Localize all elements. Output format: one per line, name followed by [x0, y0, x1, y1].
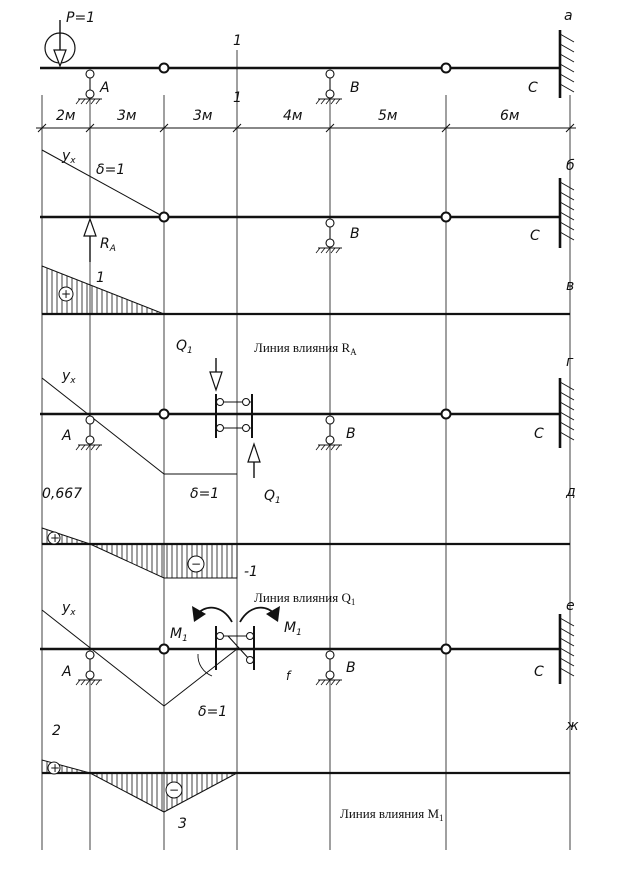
dimension-line: 2м 3м 3м 4м 5м 6м 1 [36, 90, 576, 133]
angle-arc [197, 653, 213, 677]
m1-negative-area [89, 772, 238, 813]
panel-letter-a: а [564, 8, 573, 24]
panel-d-influence-q1: + − 0,667 -1 д Линия влияния Q1 [41, 484, 576, 607]
hinge-2 [440, 62, 452, 74]
panel-a-structure: P=1 A B C а 1 [40, 8, 575, 105]
span-5: 5м [378, 108, 398, 124]
q1-sign-neg: − [191, 557, 201, 571]
displacement-line-b [41, 149, 165, 218]
span-6: 6м [500, 108, 520, 124]
panel-zh-influence-m1: + − 2 3 ж Линия влияния M1 [41, 718, 579, 832]
panel-v-influence-ra: + 1 в Линия влияния RA [41, 265, 574, 357]
load-label: P=1 [66, 10, 95, 26]
fixed-support-c [558, 30, 575, 98]
span-2: 3м [117, 108, 137, 124]
displacement-line-e [41, 609, 238, 707]
ra-positive-area [41, 265, 165, 315]
m1-value-pos: 2 [52, 723, 61, 739]
svg-text:A: A [61, 428, 72, 444]
delta-label-b: δ=1 [96, 162, 125, 178]
ra-sign: + [61, 287, 71, 301]
delta-label-g: δ=1 [190, 486, 219, 502]
ra-value: 1 [96, 270, 105, 286]
support-b [315, 69, 342, 105]
panel-letter-v: в [566, 278, 574, 294]
section-label-top: 1 [233, 33, 242, 49]
section-label-mid: 1 [233, 90, 242, 106]
svg-text:B: B [350, 226, 360, 242]
m1-title: Линия влияния M1 [340, 806, 444, 823]
span-4: 4м [283, 108, 303, 124]
m1-label-right: M1 [284, 620, 302, 638]
svg-text:yx: yx [61, 368, 76, 386]
panel-g-mechanism-q1: yx A Q1 Q1 [40, 338, 575, 506]
yx-label-b: yx [61, 148, 76, 166]
panel-b-mechanism-ra: yx δ=1 RA B C б [40, 148, 575, 262]
m1-sign-pos: + [50, 761, 60, 775]
span-1: 2м [56, 108, 76, 124]
stray-mark: f [286, 669, 292, 683]
ra-label: RA [100, 236, 116, 254]
panel-letter-e: е [566, 598, 575, 614]
q1-label-top: Q1 [176, 338, 193, 356]
svg-text:B: B [346, 426, 356, 442]
load-arrow [53, 49, 67, 68]
q1-arrow-down [209, 371, 223, 392]
svg-text:A: A [61, 664, 72, 680]
displacement-line-g [41, 377, 237, 475]
panel-letter-b: б [566, 158, 575, 174]
hinge-1 [158, 62, 170, 74]
support-a [75, 69, 102, 105]
q1-negative-area [89, 543, 238, 579]
ra-arrow [83, 217, 97, 237]
support-c-label: C [528, 80, 538, 96]
q1-value-neg: -1 [244, 564, 258, 580]
q1-sign-pos: + [50, 531, 60, 545]
m1-value-neg: 3 [178, 816, 187, 832]
svg-text:C: C [534, 664, 544, 680]
svg-text:B: B [346, 660, 356, 676]
q1-value-pos: 0,667 [42, 486, 82, 502]
svg-text:C: C [530, 228, 540, 244]
support-a-label: A [99, 80, 110, 96]
q1-label-bottom: Q1 [264, 488, 281, 506]
moment-hinge [215, 626, 255, 670]
panel-letter-g: г [566, 354, 574, 370]
m1-sign-neg: − [169, 783, 179, 797]
svg-text:yx: yx [61, 600, 76, 618]
q1-title: Линия влияния Q1 [254, 590, 355, 607]
panel-e-mechanism-m1: yx A M1 M1 f [40, 598, 575, 720]
panel-letter-d: д [565, 484, 576, 500]
panel-letter-zh: ж [565, 718, 579, 734]
m1-label-left: M1 [170, 626, 188, 644]
q1-arrow-up [247, 442, 261, 463]
support-b-label: B [350, 80, 360, 96]
span-3: 3м [193, 108, 213, 124]
ra-title: Линия влияния RA [254, 340, 357, 357]
delta-label-e: δ=1 [198, 704, 227, 720]
svg-text:C: C [534, 426, 544, 442]
shear-slider [215, 394, 253, 438]
